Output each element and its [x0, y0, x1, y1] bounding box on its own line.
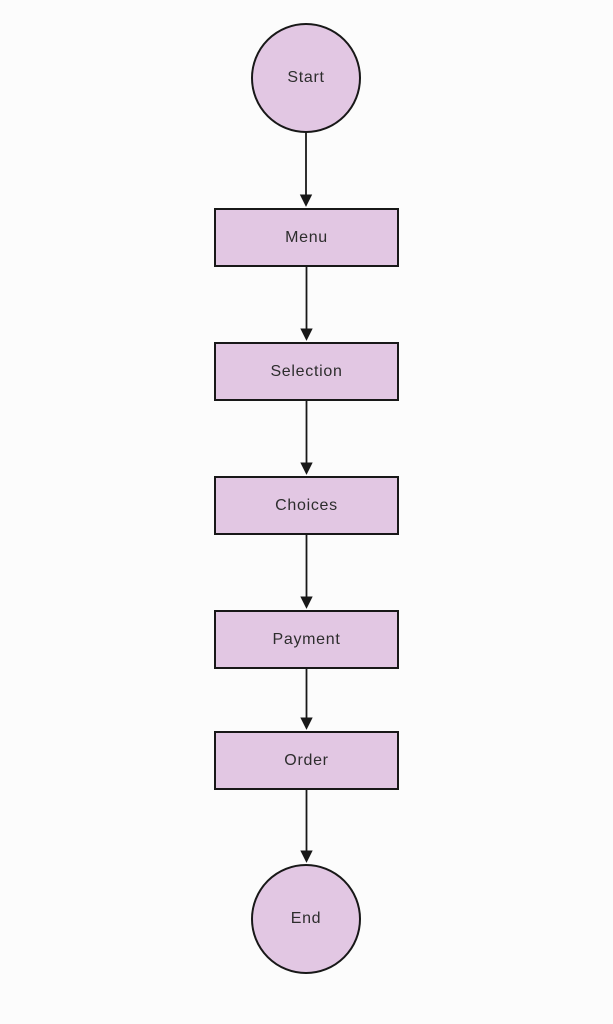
node-label-selection: Selection [270, 362, 343, 380]
node-label-start: Start [287, 69, 325, 86]
node-label-payment: Payment [272, 630, 341, 648]
flowchart-node-order[interactable]: Order [214, 731, 399, 790]
flowchart-node-end[interactable]: End [251, 864, 361, 974]
flowchart-node-menu[interactable]: Menu [214, 208, 399, 267]
flowchart-node-start[interactable]: Start [251, 23, 361, 133]
node-label-order: Order [284, 751, 329, 769]
flowchart-node-payment[interactable]: Payment [214, 610, 399, 669]
node-label-end: End [290, 910, 322, 927]
node-label-menu: Menu [285, 228, 328, 246]
node-label-choices: Choices [275, 496, 338, 514]
flowchart-node-selection[interactable]: Selection [214, 342, 399, 401]
flowchart-node-choices[interactable]: Choices [214, 476, 399, 535]
